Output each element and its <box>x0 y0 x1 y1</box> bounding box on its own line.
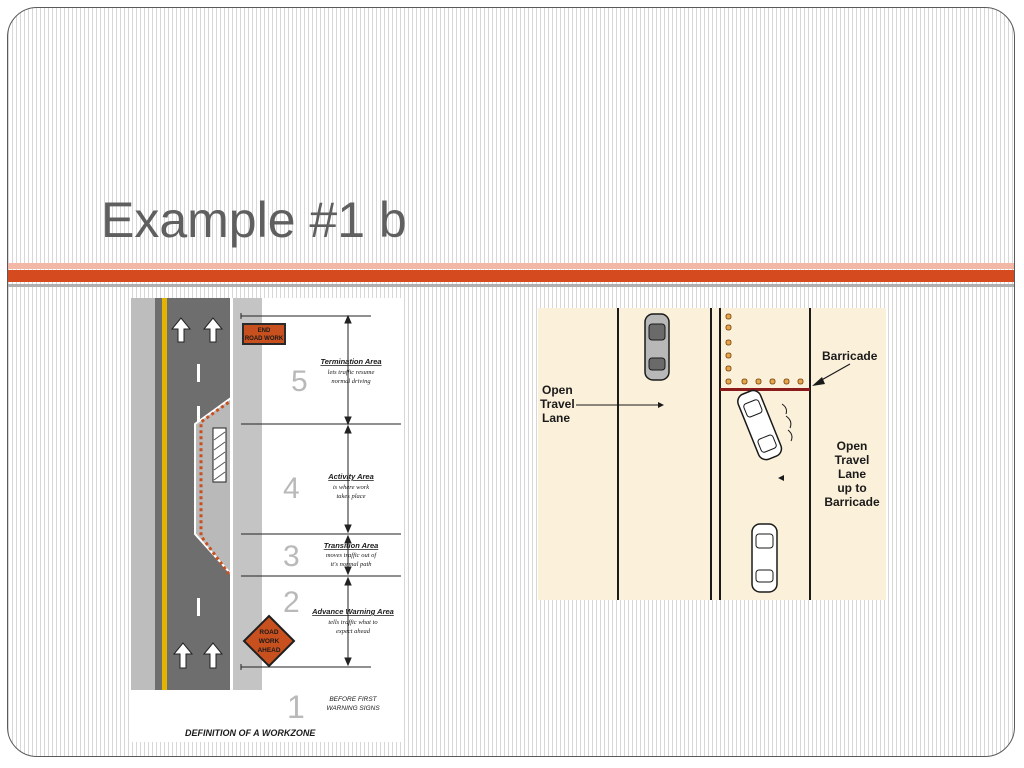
zone-description: tells traffic what to <box>328 619 378 626</box>
lane-lines <box>617 308 811 600</box>
road-work-ahead-sign: ROAD WORK AHEAD <box>242 614 296 668</box>
zone-title: Activity Area <box>327 472 374 481</box>
dimension-arrows <box>344 314 352 667</box>
zone-3: 3 Transition Area moves traffic out of i… <box>283 540 378 573</box>
work-vehicle-hatch <box>213 431 226 481</box>
direction-arrow-icon <box>658 402 664 408</box>
zone-number: 2 <box>283 586 300 619</box>
barricade-label: Barricade <box>822 349 878 363</box>
zone-number: 3 <box>283 540 300 573</box>
open-travel-lane-label-left: Open Travel Lane <box>540 383 575 425</box>
barricade <box>720 388 810 391</box>
cone-markers <box>725 313 804 385</box>
zone-description: takes place <box>336 493 365 500</box>
zone-2: 2 Advance Warning Area tells traffic wha… <box>283 586 394 635</box>
accent-band-light <box>8 263 1014 269</box>
zone-description: normal driving <box>331 378 371 385</box>
zone-description: WARNING SIGNS <box>326 705 380 712</box>
zone-dividers <box>240 313 401 670</box>
zone-number: 4 <box>283 472 300 505</box>
label-line: Open <box>837 439 868 453</box>
label-line: Barricade <box>824 495 880 509</box>
accent-band <box>8 270 1014 282</box>
car-bottom-right <box>751 523 778 593</box>
label-line: Lane <box>542 411 570 425</box>
arrow-up-icon <box>172 642 224 669</box>
zone-4: 4 Activity Area is where work takes plac… <box>283 472 374 505</box>
zone-1: 1 BEFORE FIRST WARNING SIGNS <box>287 689 380 725</box>
warning-sign-line3: AHEAD <box>257 647 280 654</box>
zone-description: expect ahead <box>336 628 371 635</box>
warning-sign-line1: ROAD <box>259 629 278 636</box>
arrow-up-icon <box>170 317 224 343</box>
zone-description: it's normal path <box>330 561 371 568</box>
car-turning <box>737 389 783 461</box>
barricade-pointer <box>812 363 851 386</box>
zone-5: 5 Termination Area lets traffic resume n… <box>291 357 382 398</box>
zone-description: moves traffic out of <box>326 552 378 559</box>
open-travel-lane-label-right: Open Travel Lane up to Barricade <box>824 439 880 509</box>
warning-sign-line2: WORK <box>259 638 280 645</box>
slide-title: Example #1 b <box>101 192 407 248</box>
zone-title: Termination Area <box>320 357 381 366</box>
label-line: Lane <box>838 467 866 481</box>
end-sign-line1: END <box>258 328 271 334</box>
label-line: Travel <box>540 397 575 411</box>
car-top-left <box>644 313 670 381</box>
zone-description: lets traffic resume <box>328 369 375 376</box>
label-line: up to <box>837 481 866 495</box>
left-shoulder <box>131 298 155 690</box>
zone-description: BEFORE FIRST <box>329 696 377 703</box>
zone-title: Transition Area <box>324 541 379 550</box>
workzone-diagram: END ROAD WORK ROAD WORK AHEAD 5 Terminat… <box>131 298 401 742</box>
accent-band-gray <box>8 284 1014 287</box>
right-shoulder <box>231 298 262 690</box>
motion-lines <box>781 403 793 442</box>
end-road-work-sign: END ROAD WORK <box>242 323 286 345</box>
zone-description: is where work <box>333 484 369 491</box>
direction-arrow-icon <box>778 475 784 481</box>
lane-barricade-diagram: Open Travel Lane Barricade Open Travel L… <box>538 308 886 600</box>
zone-number: 1 <box>287 689 305 725</box>
zone-number: 5 <box>291 365 308 398</box>
cone-line <box>199 400 231 575</box>
workzone-caption: DEFINITION OF A WORKZONE <box>185 728 316 738</box>
end-sign-line2: ROAD WORK <box>245 336 284 342</box>
label-line: Open <box>542 383 573 397</box>
center-line <box>162 298 167 690</box>
zone-title: Advance Warning Area <box>311 607 394 616</box>
label-line: Travel <box>835 453 870 467</box>
